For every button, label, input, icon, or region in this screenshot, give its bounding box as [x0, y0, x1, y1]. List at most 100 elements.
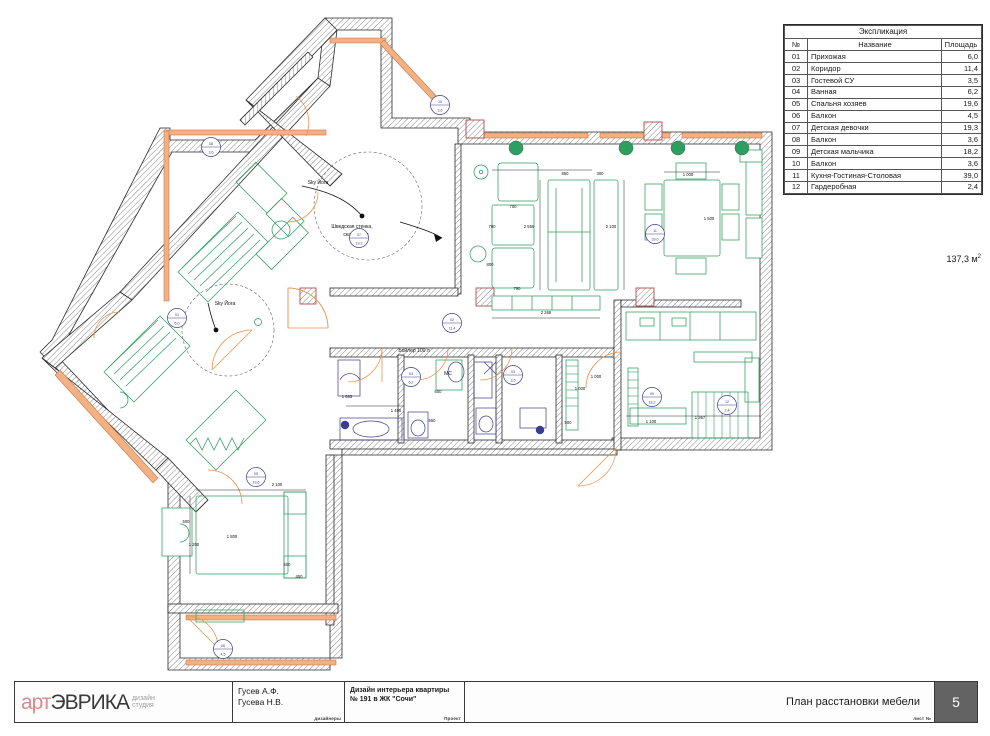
furniture-master-bedroom [161, 491, 307, 623]
dimension-d12: 700 [489, 224, 497, 229]
bathroom-fixtures [337, 359, 579, 441]
designer-name-1: Гусев А.Ф. [238, 686, 279, 696]
cell-area: 6,2 [941, 85, 982, 99]
dimension-d4: 1 200 [189, 542, 200, 547]
dimension-d23: 1 100 [646, 419, 657, 424]
col-header-name: Название [807, 38, 942, 52]
annotation-boiler: Бойлер 100 л [398, 347, 429, 354]
cell-area: 11,4 [941, 62, 982, 76]
cell-no: 05 [784, 97, 808, 111]
windows [54, 37, 763, 666]
logo-wordmark: артЭВРИКА [21, 690, 130, 714]
dimension-d5: 500 [284, 562, 292, 567]
room-marker-01: 016,0 [167, 308, 187, 328]
marker-number: 04 [409, 372, 413, 376]
room-marker-06: 064,5 [213, 639, 233, 659]
project-line-1: Дизайн интерьера квартиры [350, 687, 450, 694]
exploitation-title: Экспликация [784, 24, 982, 40]
logo-sub-1: дизайн [131, 695, 155, 702]
dimension-d1: 2 100 [272, 482, 283, 487]
cell-name: Балкон [807, 157, 942, 171]
columns [299, 119, 663, 307]
logo-subtitle: дизайн студия [132, 695, 155, 709]
cell-area: 3,6 [941, 133, 982, 147]
marker-number: 08 [209, 142, 213, 146]
dimension-d20: 550 [429, 418, 437, 423]
room-marker-02: 02 11,4 [442, 313, 462, 333]
designer-role-label: дизайнеры [314, 716, 341, 721]
dimension-d7: 850 [562, 171, 570, 176]
marker-area: 3,6 [209, 150, 214, 154]
marker-number: 02 [450, 318, 454, 322]
cell-area: 19,3 [941, 121, 982, 135]
dimension-d25: 500 [565, 420, 573, 425]
col-header-area: Площадь [941, 38, 982, 52]
total-area-value: 137,3 м [946, 254, 978, 264]
dimension-d10: 2 100 [606, 224, 617, 229]
marker-area: 4,5 [221, 652, 226, 656]
cell-name: Детская мальчика [807, 145, 942, 159]
room-marker-10: 103,6 [430, 95, 450, 115]
marker-number: 09 [650, 392, 654, 396]
project-role-label: Проект [444, 716, 461, 721]
marker-number: 01 [175, 313, 179, 317]
logo-evrika: ЭВРИКА [50, 690, 130, 714]
designer-name-2: Гусева Н.В. [238, 696, 284, 707]
cell-no: 01 [784, 50, 808, 64]
cell-no: 08 [784, 133, 808, 147]
col-header-no: № [784, 38, 808, 52]
dimension-d14: 790 [514, 286, 522, 291]
marker-number: 10 [438, 100, 442, 104]
cell-name: Коридор [807, 62, 942, 76]
cell-name: Гардеробная [807, 180, 942, 194]
marker-area: 3,5 [511, 378, 516, 382]
cell-name: Прихожая [807, 50, 942, 64]
sheet-title-cell: План расстановки мебели лист № [465, 682, 935, 722]
marker-area: 11,4 [449, 326, 456, 330]
furniture-living-dining [469, 140, 763, 341]
wall-structure [39, 17, 773, 671]
dimension-d3: 500 [183, 519, 191, 524]
dimension-d11: 700 [510, 204, 518, 209]
furniture-girls-room [103, 161, 309, 471]
dimension-d8: 300 [597, 171, 605, 176]
sheet-title: План расстановки мебели [786, 696, 920, 708]
cell-name: Детская девочки [807, 121, 942, 135]
project-line-2: № 191 в ЖК "Сочи" [350, 696, 417, 704]
marker-number: 07 [357, 233, 361, 237]
cell-no: 12 [784, 180, 808, 194]
room-marker-04: 046,2 [401, 367, 421, 387]
cell-no: 06 [784, 109, 808, 123]
cell-area: 4,5 [941, 109, 982, 123]
dimension-d24: 1 000 [575, 386, 586, 391]
cell-no: 03 [784, 74, 808, 87]
marker-number: 12 [725, 400, 729, 404]
cell-area: 18,2 [941, 145, 982, 159]
total-area: 137,3 м2 [783, 254, 985, 264]
page-number: 5 [952, 694, 960, 710]
dimension-d21: 600 [435, 389, 443, 394]
cell-area: 6,0 [941, 50, 982, 64]
dimension-d18: 1 400 [391, 408, 402, 413]
cell-no: 09 [784, 145, 808, 159]
cell-name: Балкон [807, 109, 942, 123]
project-cell: Дизайн интерьера квартиры № 191 в ЖК "Со… [345, 682, 465, 722]
annotation-sky1: Sky Йога [308, 178, 329, 186]
room-marker-03: 033,5 [503, 365, 523, 385]
